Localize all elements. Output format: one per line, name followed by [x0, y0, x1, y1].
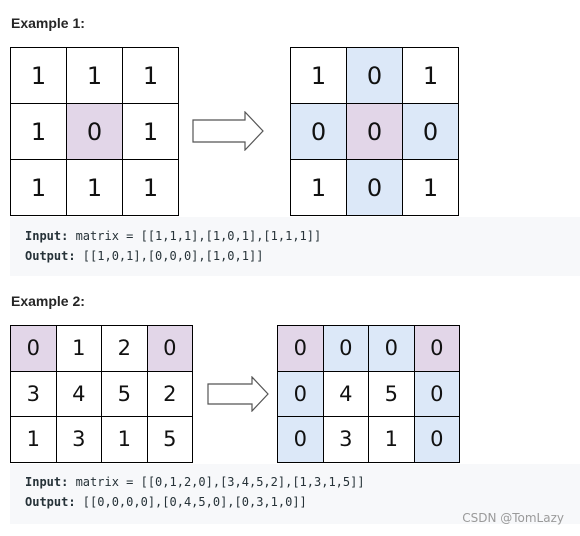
matrix-cell: 1: [291, 160, 347, 216]
matrix-cell: 1: [123, 104, 179, 160]
matrix-cell: 3: [56, 417, 102, 463]
matrix-cell: 5: [102, 371, 148, 417]
watermark: CSDN @TomLazy: [462, 511, 564, 525]
output-value: [[0,0,0,0],[0,4,5,0],[0,3,1,0]]: [75, 495, 307, 509]
input-label: Input:: [25, 475, 69, 489]
matrix-cell: 5: [147, 417, 193, 463]
matrix-cell: 1: [11, 417, 57, 463]
example-1-output-line: Output: [[1,0,1],[0,0,0],[1,0,1]]: [25, 246, 580, 266]
matrix-cell: 0: [278, 326, 324, 372]
example-1-heading: Example 1:: [11, 15, 85, 31]
matrix-cell: 1: [123, 48, 179, 104]
matrix-cell: 1: [11, 48, 67, 104]
matrix-cell: 3: [323, 417, 369, 463]
example-2-code-block: Input: matrix = [[0,1,2,0],[3,4,5,2],[1,…: [10, 464, 580, 524]
matrix-cell: 1: [67, 160, 123, 216]
matrix-cell: 5: [369, 371, 415, 417]
matrix-cell: 1: [291, 48, 347, 104]
matrix-cell: 1: [403, 160, 459, 216]
input-value: matrix = [[0,1,2,0],[3,4,5,2],[1,3,1,5]]: [68, 475, 365, 489]
output-label: Output:: [25, 495, 76, 509]
example-2-output-line: Output: [[0,0,0,0],[0,4,5,0],[0,3,1,0]]: [25, 492, 580, 512]
output-value: [[1,0,1],[0,0,0],[1,0,1]]: [75, 249, 264, 263]
matrix-cell: 0: [291, 104, 347, 160]
matrix-cell: 0: [403, 104, 459, 160]
matrix-cell: 0: [147, 326, 193, 372]
matrix-cell: 1: [403, 48, 459, 104]
matrix-cell: 3: [11, 371, 57, 417]
matrix-cell: 4: [56, 371, 102, 417]
input-label: Input:: [25, 229, 69, 243]
matrix-cell: 0: [278, 371, 324, 417]
input-value: matrix = [[1,1,1],[1,0,1],[1,1,1]]: [68, 229, 322, 243]
matrix-cell: 0: [414, 417, 460, 463]
example-1-code-block: Input: matrix = [[1,1,1],[1,0,1],[1,1,1]…: [10, 217, 580, 276]
example-2-heading: Example 2:: [11, 293, 85, 309]
matrix-cell: 4: [323, 371, 369, 417]
matrix-cell: 0: [323, 326, 369, 372]
output-label: Output:: [25, 249, 76, 263]
matrix-cell: 1: [56, 326, 102, 372]
matrix-cell: 1: [11, 104, 67, 160]
matrix-cell: 2: [102, 326, 148, 372]
matrix-cell: 0: [414, 371, 460, 417]
matrix-cell: 0: [278, 417, 324, 463]
matrix-cell: 0: [11, 326, 57, 372]
matrix-cell: 0: [67, 104, 123, 160]
matrix-cell: 1: [11, 160, 67, 216]
right-arrow-icon: [207, 376, 269, 412]
example-1-input-line: Input: matrix = [[1,1,1],[1,0,1],[1,1,1]…: [25, 226, 580, 246]
matrix-cell: 1: [102, 417, 148, 463]
matrix-cell: 1: [369, 417, 415, 463]
matrix-cell: 0: [347, 104, 403, 160]
matrix-cell: 1: [123, 160, 179, 216]
matrix-cell: 1: [67, 48, 123, 104]
matrix-cell: 2: [147, 371, 193, 417]
right-arrow-icon: [192, 111, 264, 151]
matrix-cell: 0: [347, 48, 403, 104]
matrix-cell: 0: [369, 326, 415, 372]
matrix-cell: 0: [414, 326, 460, 372]
example-2-input-line: Input: matrix = [[0,1,2,0],[3,4,5,2],[1,…: [25, 472, 580, 492]
matrix-cell: 0: [347, 160, 403, 216]
